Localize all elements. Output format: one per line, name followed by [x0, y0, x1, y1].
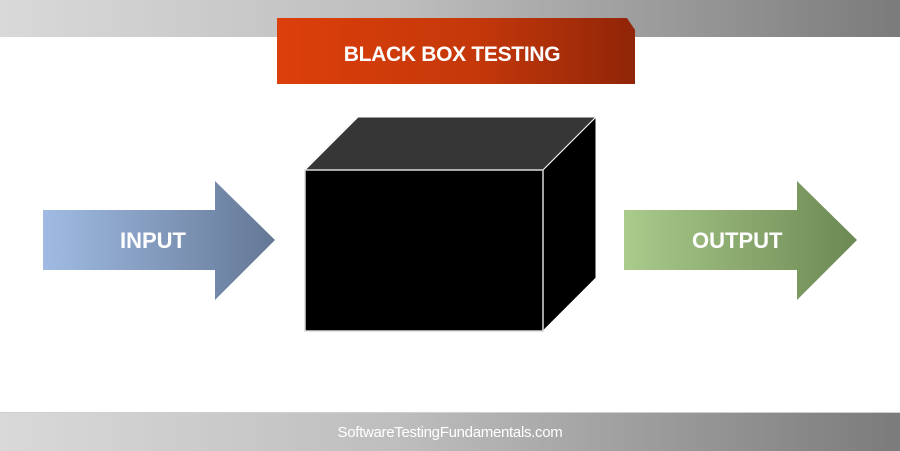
input-arrow: [43, 181, 275, 300]
footer-website-text: SoftwareTestingFundamentals.com: [337, 423, 563, 441]
title-banner: BLACK BOX TESTING: [277, 18, 635, 84]
output-label: OUTPUT: [692, 228, 783, 253]
page-title: BLACK BOX TESTING: [343, 43, 561, 66]
black-box: [303, 115, 598, 333]
footer-band: SoftwareTestingFundamentals.com: [0, 412, 900, 451]
output-arrow: [624, 181, 857, 300]
input-label: INPUT: [120, 228, 186, 253]
box-front-face: [304, 169, 544, 332]
